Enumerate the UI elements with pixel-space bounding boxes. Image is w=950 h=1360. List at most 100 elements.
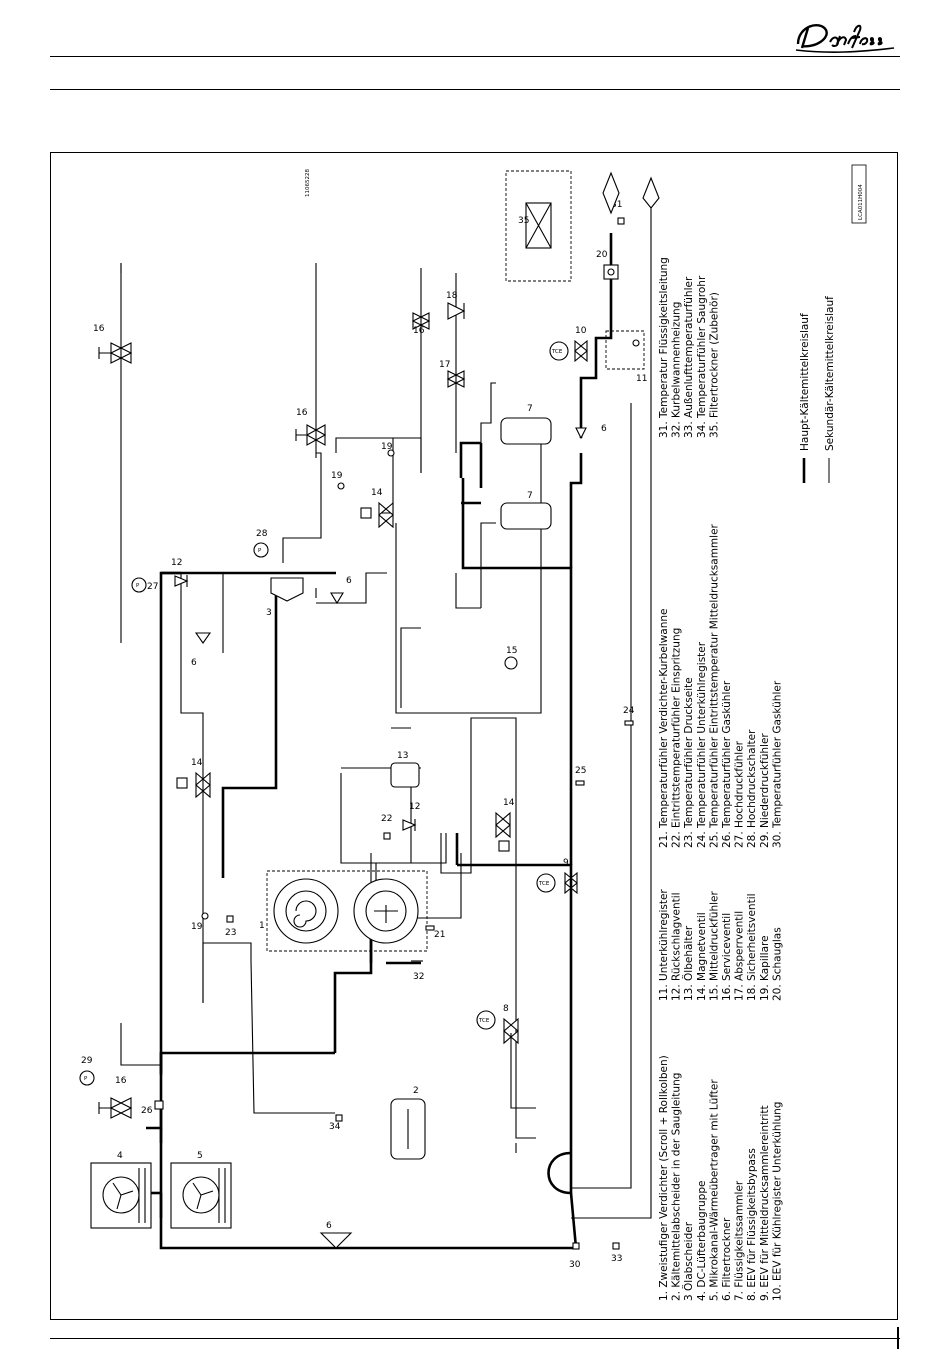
service-valve-16-d: 16 [98,1076,133,1119]
label-6b: 6 [191,658,197,668]
legend-item: 10. EEV für Kühlregister Unterkühlung [771,1102,783,1301]
filter-drier-6-c: 6 [575,424,607,440]
legend-item: 2. Kältemittelabscheider in der Saugleit… [671,1073,683,1301]
legend-item: 25. Temperaturfühler Eintrittstemperatur… [708,523,720,848]
label-19b: 19 [331,471,343,481]
legend-main-circuit: Haupt-Kältemittelkreislauf [799,313,811,451]
label-14b: 14 [371,488,383,498]
label-16b: 16 [296,408,308,418]
legend-item: 29. Niederdruckfühler [759,733,771,848]
high-pressure-switch-28: P 28 [253,529,269,558]
label-21: 21 [434,930,445,940]
label-6a: 6 [326,1221,332,1231]
capillary-19-c: 19 [381,442,395,457]
label-14a: 14 [191,758,203,768]
solenoid-valve-14-c: 14 [495,798,515,852]
service-valve-16-b: 16 [295,408,327,446]
label-9: 9 [563,858,569,868]
receiver-7-a: 7 [500,404,552,445]
check-valve-12-b: 12 [402,802,420,831]
legend-item: 24. Temperaturfühler Unterkühlregister [696,641,708,848]
microchannel-exchanger-5: 5 [170,1151,232,1229]
legend-item: 4. DC-Lüfterbaugruppe [696,1181,708,1301]
legend-column-3: 21. Temperaturfühler Verdichter-Kurbelwa… [658,523,783,848]
eev-10: TCE 10 [549,326,588,363]
label-29: 29 [81,1056,93,1066]
legend-item: 31. Temperatur Flüssigkeitsleitung [658,257,670,438]
label-12a: 12 [171,558,182,568]
crankcase-heater-32: 32 [411,960,424,982]
main-circuit-lines [146,233,613,1250]
label-10: 10 [575,326,587,336]
legend-item: 26. Temperaturfühler Gaskühler [721,680,733,848]
legend-item: 32. Kurbelwannenheizung [671,302,683,438]
label-p-28: P [258,548,262,554]
legend-item: 13. Ölbehälter [682,925,695,1001]
label-1: 1 [259,921,265,931]
legend-column-1: 1. Zweistufiger Verdichter (Scroll + Rol… [658,1055,783,1301]
legend-item: 23. Temperaturfühler Druckseite [683,677,695,848]
label-27: 27 [147,582,158,592]
legend-item: 20. Schauglas [771,927,783,1001]
label-16c: 16 [413,326,425,336]
legend-item: 9. EEV für Mitteldrucksammlereintritt [759,1105,771,1301]
flow-arrows [602,171,660,215]
solenoid-valve-14-a: 14 [176,758,211,799]
label-7b: 7 [527,491,533,501]
oil-separator-3: 3 [266,577,304,618]
filter-drier-6-main: 6 [319,1221,353,1249]
header-rule-top [50,56,900,57]
high-pressure-sensor-27: P 27 [131,577,158,593]
legend-item: 7. Flüssigkeitssammler [734,1180,746,1301]
shutoff-valve-17: 17 [439,360,466,388]
outdoor-air-sensor-33: 33 [611,1242,622,1264]
label-2: 2 [413,1086,419,1096]
label-15: 15 [506,646,517,656]
label-5: 5 [197,1151,203,1161]
label-32: 32 [413,972,424,982]
legend-item: 17. Absperrventil [734,911,746,1001]
label-p-29: P [84,1076,88,1082]
compressor-1: 1 [259,870,428,952]
legend-item: 33. Außenlufttemperaturfühler [683,276,695,438]
refrigerant-circuit-diagram: 1. Zweistufiger Verdichter (Scroll + Rol… [79,164,867,1301]
label-19a: 19 [191,922,203,932]
label-6d: 6 [601,424,607,434]
sensor-24: 24 [623,706,635,726]
legend-item: 14. Magnetventil [696,912,708,1001]
sensor-30: 30 [569,1242,581,1270]
label-20: 20 [596,250,608,260]
label-31: 31 [611,200,622,210]
label-24: 24 [623,706,635,716]
legend-item: 6. Filtertrockner [721,1217,733,1301]
label-25: 25 [575,766,586,776]
legend-item: 15. Mitteldruckfühler [708,891,720,1001]
footer-rule [50,1338,900,1339]
label-26: 26 [141,1106,153,1116]
danfoss-logo [795,24,895,53]
label-23: 23 [225,928,236,938]
label-16a: 16 [93,324,105,334]
safety-valve-18: 18 [446,291,466,320]
fan-unit-4: 4 [90,1151,152,1229]
capillary-19-a: 19 [191,912,209,932]
page-edge-mark [897,1327,899,1349]
legend-item: 16. Serviceventil [721,913,733,1001]
sensor-22: 22 [381,814,392,840]
label-4: 4 [117,1151,123,1161]
label-13: 13 [397,751,408,761]
label-33: 33 [611,1254,622,1264]
legend-item: 30. Temperaturfühler Gaskühler [771,680,783,848]
header-rule-bottom [50,89,900,90]
legend-item: 21. Temperaturfühler Verdichter-Kurbelwa… [658,608,670,848]
legend-item: 35. Filtertrockner (Zubehör) [708,292,720,438]
legend-item: 5. Mikrokanal-Wärmeübertrager mit Lüfter [708,1079,720,1301]
label-3: 3 [266,608,272,618]
filter-drier-accessory-35: 35 [505,170,572,282]
drawing-code: LCA011H004 [858,184,864,220]
capillary-19-b: 19 [331,471,345,490]
suction-separator-2: 2 [390,1086,426,1160]
label-8: 8 [503,1004,509,1014]
